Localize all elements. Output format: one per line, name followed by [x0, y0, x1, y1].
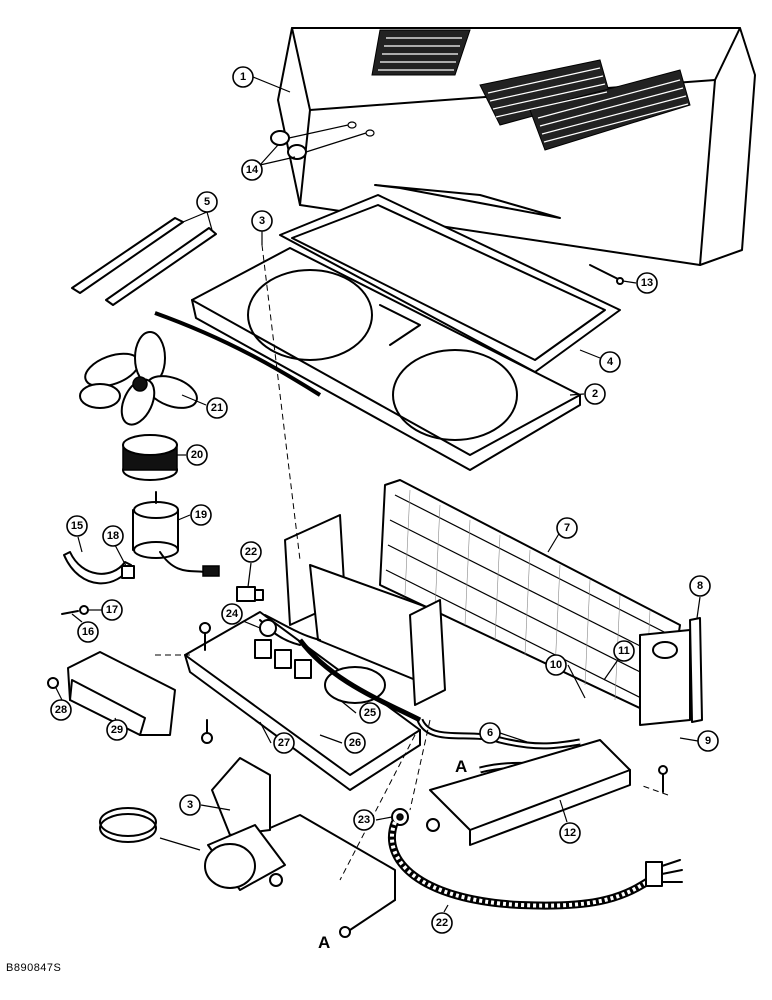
plug	[270, 121, 375, 160]
svg-text:10: 10	[550, 659, 562, 671]
callout-2: 2	[584, 383, 606, 405]
mounting-bracket	[284, 514, 446, 706]
svg-text:8: 8	[697, 580, 703, 592]
wiring-harness	[387, 820, 683, 910]
alignment-lines	[155, 244, 669, 881]
svg-text:26: 26	[349, 737, 361, 749]
fan-motor	[132, 491, 220, 577]
callout-12: 12	[559, 822, 581, 844]
svg-text:21: 21	[211, 402, 223, 414]
condenser-coil	[379, 479, 691, 726]
callout-18: 18	[102, 525, 124, 547]
svg-text:2: 2	[592, 388, 598, 400]
svg-text:9: 9	[705, 735, 711, 747]
control-cover	[47, 651, 176, 736]
callout-17: 17	[101, 599, 123, 621]
callout-8: 8	[689, 575, 711, 597]
foam-strips	[71, 217, 217, 306]
callout-3-lower: 3	[179, 794, 201, 816]
callout-13: 13	[636, 272, 658, 294]
svg-text:19: 19	[195, 509, 207, 521]
svg-text:15: 15	[71, 520, 83, 532]
svg-text:27: 27	[278, 737, 290, 749]
svg-text:16: 16	[82, 626, 94, 638]
screw	[589, 264, 624, 285]
fan-mounting-plate	[191, 247, 581, 471]
callout-3: 3	[251, 210, 273, 232]
reference-letter-a: A	[318, 933, 330, 952]
leader-lines	[55, 76, 701, 913]
base-bracket	[429, 739, 668, 846]
cover-vent-grille	[371, 29, 691, 151]
callout-19: 19	[190, 504, 212, 526]
svg-text:24: 24	[226, 608, 239, 620]
svg-text:13: 13	[641, 277, 653, 289]
callout-11: 11	[613, 640, 635, 662]
svg-text:5: 5	[204, 196, 210, 208]
seal-strip	[689, 617, 703, 723]
callout-29: 29	[106, 719, 128, 741]
callout-25: 25	[359, 702, 381, 724]
svg-text:3: 3	[187, 799, 193, 811]
clamp-band	[99, 807, 201, 851]
svg-text:7: 7	[564, 522, 570, 534]
wiring-connector	[236, 586, 264, 602]
svg-text:14: 14	[246, 164, 259, 176]
fan-ring	[122, 434, 178, 481]
shroud-seal	[154, 311, 322, 397]
reference-letter-a: A	[455, 757, 467, 776]
callout-4: 4	[599, 351, 621, 373]
callout-6: 6	[479, 722, 501, 744]
callout-21: 21	[206, 397, 228, 419]
svg-text:23: 23	[358, 814, 370, 826]
svg-text:25: 25	[364, 707, 376, 719]
callout-1: 1	[232, 66, 254, 88]
callout-22: 22	[240, 541, 262, 563]
fan-blade	[79, 331, 198, 426]
svg-text:12: 12	[564, 827, 576, 839]
figure-id: B890847S	[6, 962, 62, 974]
svg-text:18: 18	[107, 530, 119, 542]
receiver-drier	[204, 757, 396, 938]
callout-15: 15	[66, 515, 88, 537]
callout-7: 7	[556, 517, 578, 539]
callout-5: 5	[196, 191, 218, 213]
svg-text:4: 4	[607, 356, 614, 368]
svg-text:20: 20	[191, 449, 203, 461]
svg-text:1: 1	[240, 71, 246, 83]
svg-text:29: 29	[111, 724, 123, 736]
svg-text:17: 17	[106, 604, 118, 616]
svg-text:3: 3	[259, 215, 265, 227]
svg-text:22: 22	[436, 917, 448, 929]
callout-27: 27	[273, 732, 295, 754]
callout-16: 16	[77, 621, 99, 643]
callout-22-lower: 22	[431, 912, 453, 934]
callout-14: 14	[241, 159, 263, 181]
callout-9: 9	[697, 730, 719, 752]
svg-text:28: 28	[55, 704, 67, 716]
callout-20: 20	[186, 444, 208, 466]
svg-text:6: 6	[487, 727, 493, 739]
callout-24: 24	[221, 603, 243, 625]
callout-10: 10	[545, 654, 567, 676]
svg-text:11: 11	[618, 645, 630, 657]
fitting	[391, 808, 440, 832]
callout-26: 26	[344, 732, 366, 754]
callout-23: 23	[353, 809, 375, 831]
svg-text:22: 22	[245, 546, 257, 558]
gasket-seal	[279, 184, 621, 373]
callout-28: 28	[50, 699, 72, 721]
